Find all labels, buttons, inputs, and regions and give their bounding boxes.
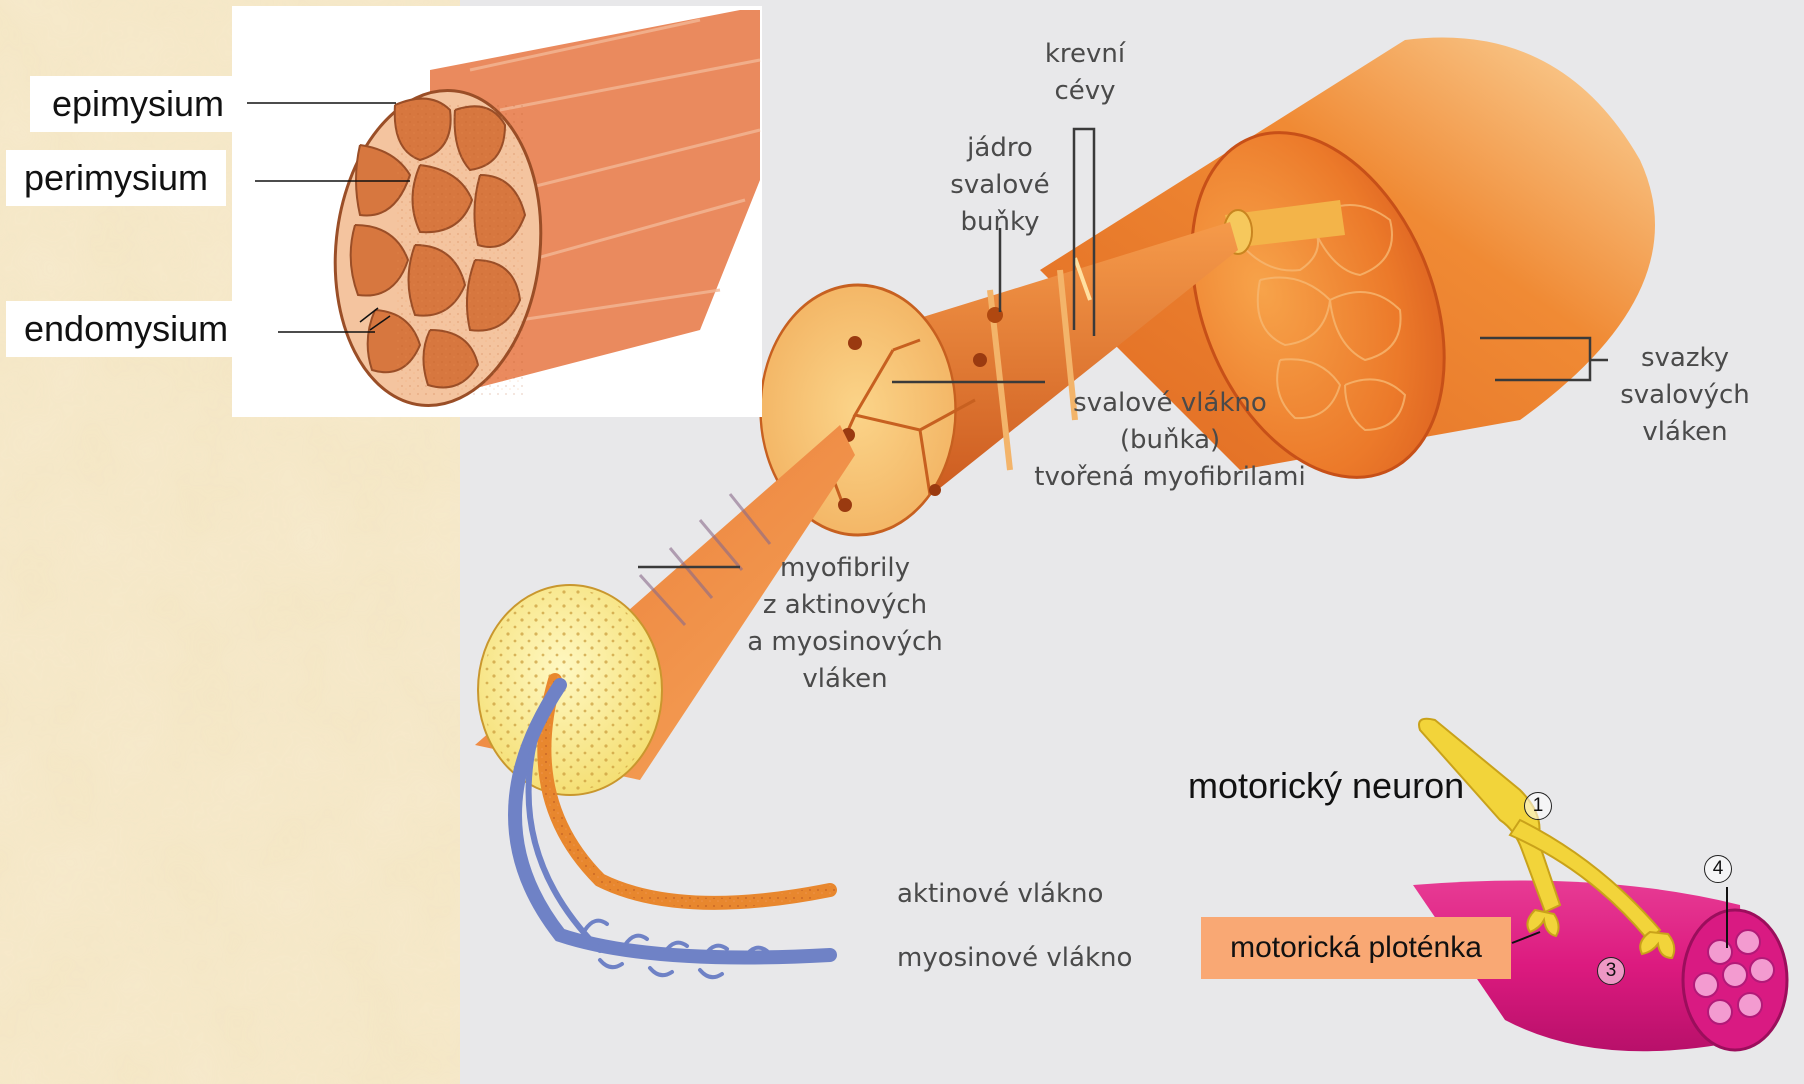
motoricka-plotenka-label: motorická ploténka (1201, 917, 1511, 979)
epimysium-label: epimysium (52, 84, 224, 124)
neuromuscular-junction (1413, 719, 1787, 1052)
motoricky-neuron-label: motorický neuron (1188, 766, 1464, 806)
endomysium-label: endomysium (24, 309, 228, 349)
svazky-label: svazky svalových vláken (1600, 340, 1770, 451)
myofibrily-label: myofibrily z aktinových a myosinových vl… (720, 550, 970, 698)
krevni-cevy-label: krevní cévy (1030, 36, 1140, 110)
marker-3: 3 (1597, 957, 1625, 985)
svalove-vlakno-label: svalové vlákno (buňka) tvořená myofibril… (1010, 385, 1330, 496)
muscle-cross-section-inset (232, 6, 762, 417)
jadro-label: jádro svalové buňky (935, 130, 1065, 241)
myosinove-vlakno-label: myosinové vlákno (897, 940, 1132, 977)
marker-4: 4 (1704, 855, 1732, 883)
aktinove-vlakno-label: aktinové vlákno (897, 876, 1103, 913)
perimysium-label: perimysium (24, 158, 208, 198)
marker-1: 1 (1524, 792, 1552, 820)
